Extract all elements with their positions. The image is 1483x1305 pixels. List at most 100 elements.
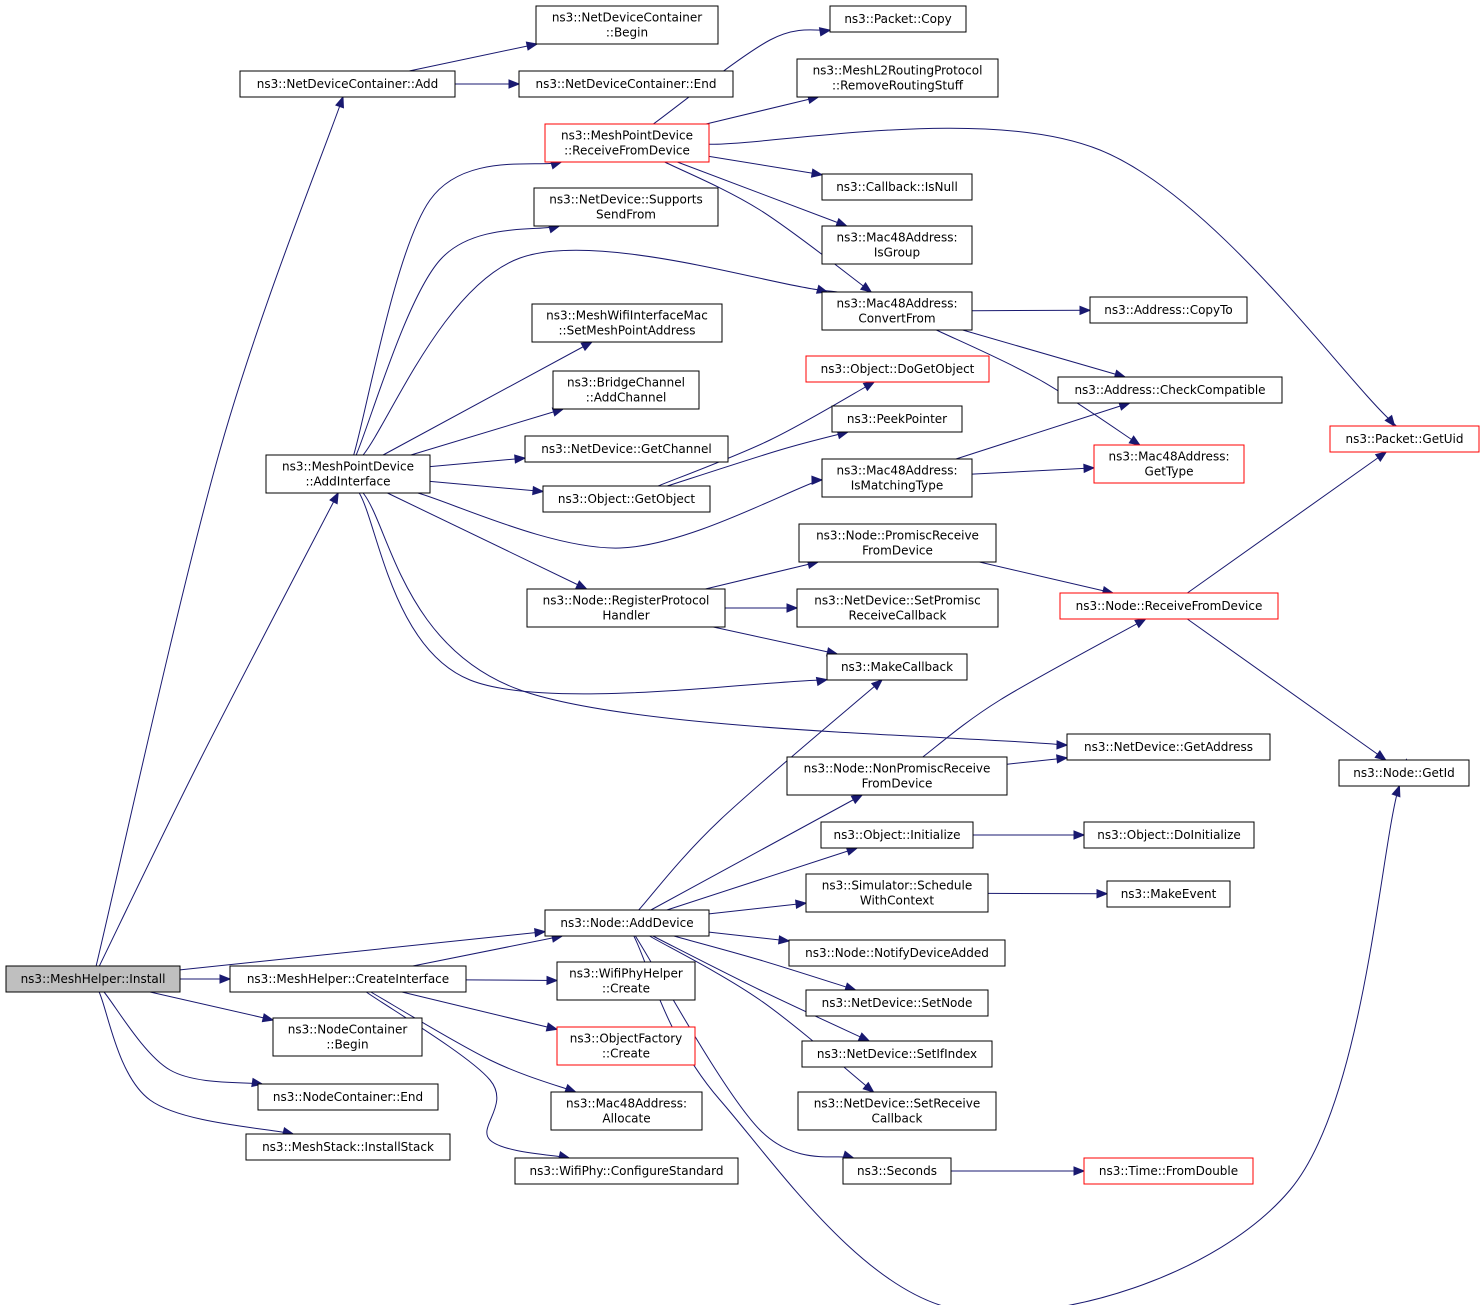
- node-mh-createif[interactable]: ns3::MeshHelper::CreateInterface: [229, 965, 467, 993]
- node-box: [1089, 296, 1248, 324]
- node-box: [1329, 425, 1480, 453]
- arrowhead: [786, 603, 799, 613]
- arrowhead: [1073, 1166, 1086, 1176]
- node-install: ns3::MeshHelper::Install: [5, 965, 181, 993]
- node-mac-gettype[interactable]: ns3::Mac48Address:GetType: [1093, 444, 1245, 484]
- arrowhead: [815, 676, 829, 687]
- node-box: [5, 965, 181, 993]
- node-time-fromdbl[interactable]: ns3::Time::FromDouble: [1083, 1157, 1254, 1185]
- node-ndc-end[interactable]: ns3::NetDeviceContainer::End: [518, 70, 734, 98]
- node-obj-doinit[interactable]: ns3::Object::DoInitialize: [1083, 821, 1255, 849]
- node-wp-confstd[interactable]: ns3::WifiPhy::ConfigureStandard: [514, 1157, 739, 1185]
- node-box: [1057, 376, 1283, 404]
- node-obj-init[interactable]: ns3::Object::Initialize: [820, 821, 974, 849]
- node-makeevent[interactable]: ns3::MakeEvent: [1106, 880, 1231, 908]
- node-ndc-add[interactable]: ns3::NetDeviceContainer::Add: [239, 70, 456, 98]
- node-label: ns3::Address::CheckCompatible: [1074, 383, 1265, 397]
- node-label: ns3::NetDevice::SetPromisc: [814, 594, 980, 608]
- arrowhead: [810, 168, 824, 178]
- node-label: GetType: [1145, 465, 1194, 479]
- node-box: [821, 291, 973, 331]
- node-label: WithContext: [860, 894, 935, 908]
- call-edge: [633, 758, 1407, 1305]
- node-node-adddev[interactable]: ns3::Node::AddDevice: [544, 909, 710, 937]
- node-addr-check[interactable]: ns3::Address::CheckCompatible: [1057, 376, 1283, 404]
- node-mac-convfrom[interactable]: ns3::Mac48Address:ConvertFrom: [821, 291, 973, 331]
- node-label: ns3::Node::PromiscReceive: [816, 529, 979, 543]
- call-edge: [677, 161, 847, 227]
- call-edge: [667, 431, 849, 487]
- arrowhead: [546, 975, 559, 986]
- node-ml2-remove[interactable]: ns3::MeshL2RoutingProtocol::RemoveRoutin…: [796, 58, 999, 98]
- node-seconds[interactable]: ns3::Seconds: [842, 1157, 952, 1185]
- arrowhead: [219, 974, 232, 984]
- node-pkt-copy[interactable]: ns3::Packet::Copy: [829, 5, 967, 33]
- call-edge: [666, 847, 858, 911]
- node-nd-setifidx[interactable]: ns3::NetDevice::SetIfIndex: [801, 1040, 993, 1068]
- node-nd-getaddr[interactable]: ns3::NetDevice::GetAddress: [1066, 733, 1271, 761]
- node-mac-isgroup[interactable]: ns3::Mac48Address:IsGroup: [821, 225, 973, 265]
- call-edge: [353, 161, 562, 456]
- node-nc-end[interactable]: ns3::NodeContainer::End: [257, 1083, 439, 1111]
- node-of-create[interactable]: ns3::ObjectFactory::Create: [556, 1026, 696, 1066]
- call-edge: [362, 249, 845, 456]
- node-nd-setnode[interactable]: ns3::NetDevice::SetNode: [805, 989, 989, 1017]
- node-label: ns3::MeshPointDevice: [282, 460, 414, 474]
- arrowhead: [1096, 888, 1109, 899]
- node-box: [533, 187, 719, 227]
- node-label: ns3::Node::NonPromiscReceive: [804, 762, 991, 776]
- arrowhead: [534, 927, 547, 938]
- node-mwim-setmp[interactable]: ns3::MeshWifiInterfaceMac::SetMeshPointA…: [531, 303, 723, 343]
- arrowhead: [818, 27, 832, 37]
- node-mpd-addif[interactable]: ns3::MeshPointDevice::AddInterface: [265, 454, 431, 494]
- node-mac-alloc[interactable]: ns3::Mac48Address:Allocate: [550, 1091, 703, 1131]
- node-obj-dogetobj[interactable]: ns3::Object::DoGetObject: [805, 355, 990, 383]
- node-box: [826, 653, 968, 681]
- node-box: [786, 756, 1008, 796]
- node-node-notify[interactable]: ns3::Node::NotifyDeviceAdded: [788, 939, 1006, 967]
- node-ms-installstack[interactable]: ns3::MeshStack::InstallStack: [245, 1133, 451, 1161]
- node-peekptr[interactable]: ns3::PeekPointer: [831, 405, 963, 433]
- node-pkt-getuid[interactable]: ns3::Packet::GetUid: [1329, 425, 1480, 453]
- node-node-recvfrom[interactable]: ns3::Node::ReceiveFromDevice: [1059, 592, 1279, 620]
- node-box: [821, 458, 973, 498]
- node-label: ns3::MeshWifiInterfaceMac: [546, 309, 708, 323]
- node-mac-ismatch[interactable]: ns3::Mac48Address:IsMatchingType: [821, 458, 973, 498]
- node-nd-getch[interactable]: ns3::NetDevice::GetChannel: [524, 435, 729, 463]
- node-cb-isnull[interactable]: ns3::Callback::IsNull: [821, 173, 973, 201]
- node-nc-begin[interactable]: ns3::NodeContainer::Begin: [272, 1017, 423, 1057]
- call-edge: [1187, 618, 1386, 761]
- node-wph-create[interactable]: ns3::WifiPhyHelper::Create: [556, 961, 696, 1001]
- node-label: SendFrom: [596, 208, 656, 222]
- call-nodes: ns3::MeshHelper::Install ns3::NetDeviceCo…: [5, 5, 1480, 1185]
- node-addr-copyto[interactable]: ns3::Address::CopyTo: [1089, 296, 1248, 324]
- node-box: [265, 454, 431, 494]
- arrowhead: [1134, 618, 1147, 629]
- node-label: FromDevice: [862, 777, 933, 791]
- node-nd-setpromcb[interactable]: ns3::NetDevice::SetPromiscReceiveCallbac…: [796, 588, 999, 628]
- node-label: ns3::Mac48Address:: [837, 231, 958, 245]
- arrowhead: [850, 794, 864, 805]
- node-box: [542, 485, 711, 513]
- arrowhead: [862, 1081, 875, 1093]
- node-bc-addch[interactable]: ns3::BridgeChannel::AddChannel: [552, 370, 700, 410]
- node-label: ns3::BridgeChannel: [567, 376, 685, 390]
- node-ndc-begin[interactable]: ns3::NetDeviceContainer::Begin: [535, 5, 719, 45]
- node-node-getid[interactable]: ns3::Node::GetId: [1338, 759, 1470, 787]
- call-edge: [962, 329, 1126, 378]
- call-edge: [103, 991, 263, 1085]
- node-makecb[interactable]: ns3::MakeCallback: [826, 653, 968, 681]
- node-label: ::RemoveRoutingStuff: [832, 79, 964, 93]
- node-label: ns3::Object::DoInitialize: [1097, 828, 1241, 842]
- node-obj-getobj[interactable]: ns3::Object::GetObject: [542, 485, 711, 513]
- arrowhead: [532, 485, 545, 496]
- arrowhead: [778, 935, 791, 945]
- node-mpd-recv[interactable]: ns3::MeshPointDevice::ReceiveFromDevice: [544, 123, 710, 163]
- call-edge: [412, 935, 563, 967]
